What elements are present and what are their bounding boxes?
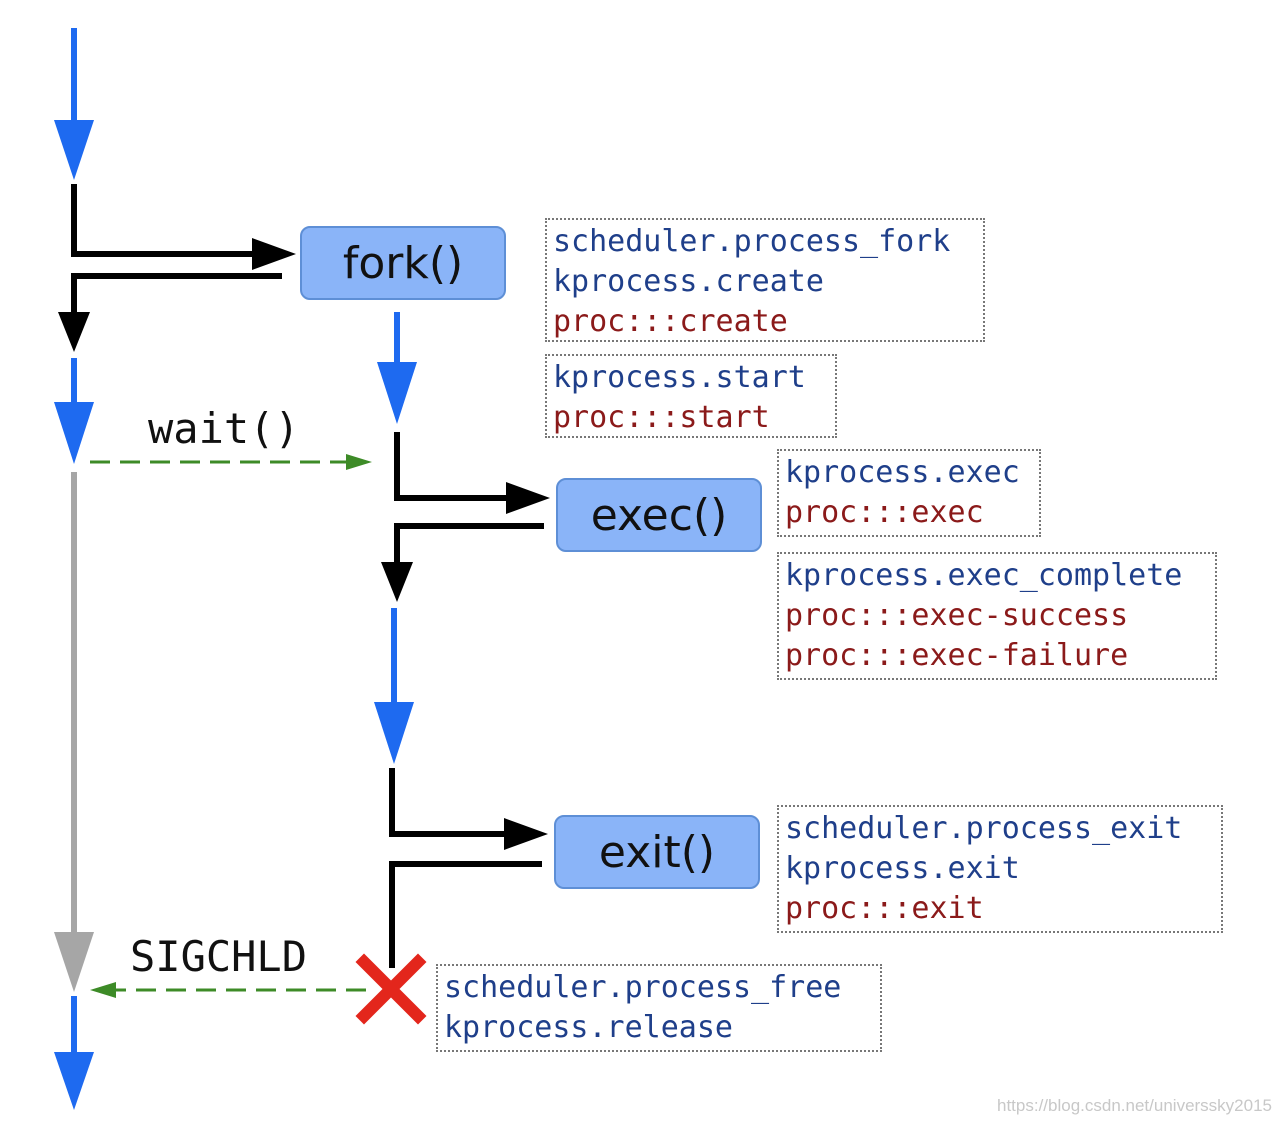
- fork-return-arrow: [58, 273, 282, 352]
- exec-probes: kprocess.exec proc:::exec: [777, 449, 1041, 537]
- probe-proc-exit: proc:::exit: [785, 891, 984, 926]
- exec-call-arrow: [394, 432, 550, 514]
- parent-thread-bottom: [54, 996, 94, 1110]
- probe-kprocess-exec: kprocess.exec: [785, 455, 1020, 490]
- probe-kprocess-create: kprocess.create: [553, 264, 824, 299]
- probe-scheduler-process-fork: scheduler.process_fork: [553, 224, 951, 259]
- probe-proc-create: proc:::create: [553, 304, 788, 339]
- parent-thread-top: [54, 28, 94, 180]
- probe-kprocess-release: kprocess.release: [444, 1010, 733, 1045]
- sigchld-label: SIGCHLD: [130, 932, 308, 981]
- exec-complete-probes: kprocess.exec_complete proc:::exec-succe…: [777, 552, 1217, 680]
- exec-call-box: exec(): [556, 478, 762, 552]
- probe-scheduler-process-exit: scheduler.process_exit: [785, 811, 1183, 846]
- child-thread-middle: [374, 608, 414, 764]
- exit-call-box: exit(): [554, 815, 760, 889]
- probe-proc-start: proc:::start: [553, 400, 770, 435]
- exit-return-line: [389, 861, 542, 968]
- exit-call-arrow: [389, 768, 548, 850]
- exit-probes: scheduler.process_exit kprocess.exit pro…: [777, 805, 1223, 933]
- probe-proc-exec-success: proc:::exec-success: [785, 598, 1129, 633]
- probe-scheduler-process-free: scheduler.process_free: [444, 970, 842, 1005]
- parent-waiting-line: [54, 472, 94, 992]
- wait-label: wait(): [148, 404, 300, 453]
- probe-kprocess-exit: kprocess.exit: [785, 851, 1020, 886]
- probe-kprocess-exec-complete: kprocess.exec_complete: [785, 558, 1183, 593]
- wait-signal-arrow: [90, 454, 372, 470]
- fork-call-arrow: [71, 184, 296, 270]
- red-x-icon: [355, 953, 427, 1025]
- fork-call-box: fork(): [300, 226, 506, 300]
- sigchld-signal-arrow: [90, 982, 366, 998]
- fork-probes: scheduler.process_fork kprocess.create p…: [545, 218, 985, 342]
- probe-proc-exec-failure: proc:::exec-failure: [785, 638, 1129, 673]
- exec-return-arrow: [381, 523, 544, 602]
- probe-proc-exec: proc:::exec: [785, 495, 984, 530]
- start-probes: kprocess.start proc:::start: [545, 354, 837, 438]
- parent-thread-middle: [54, 358, 94, 464]
- child-thread-top: [377, 312, 417, 424]
- watermark: https://blog.csdn.net/universsky2015: [997, 1096, 1272, 1115]
- probe-kprocess-start: kprocess.start: [553, 360, 806, 395]
- free-probes: scheduler.process_free kprocess.release: [436, 964, 882, 1052]
